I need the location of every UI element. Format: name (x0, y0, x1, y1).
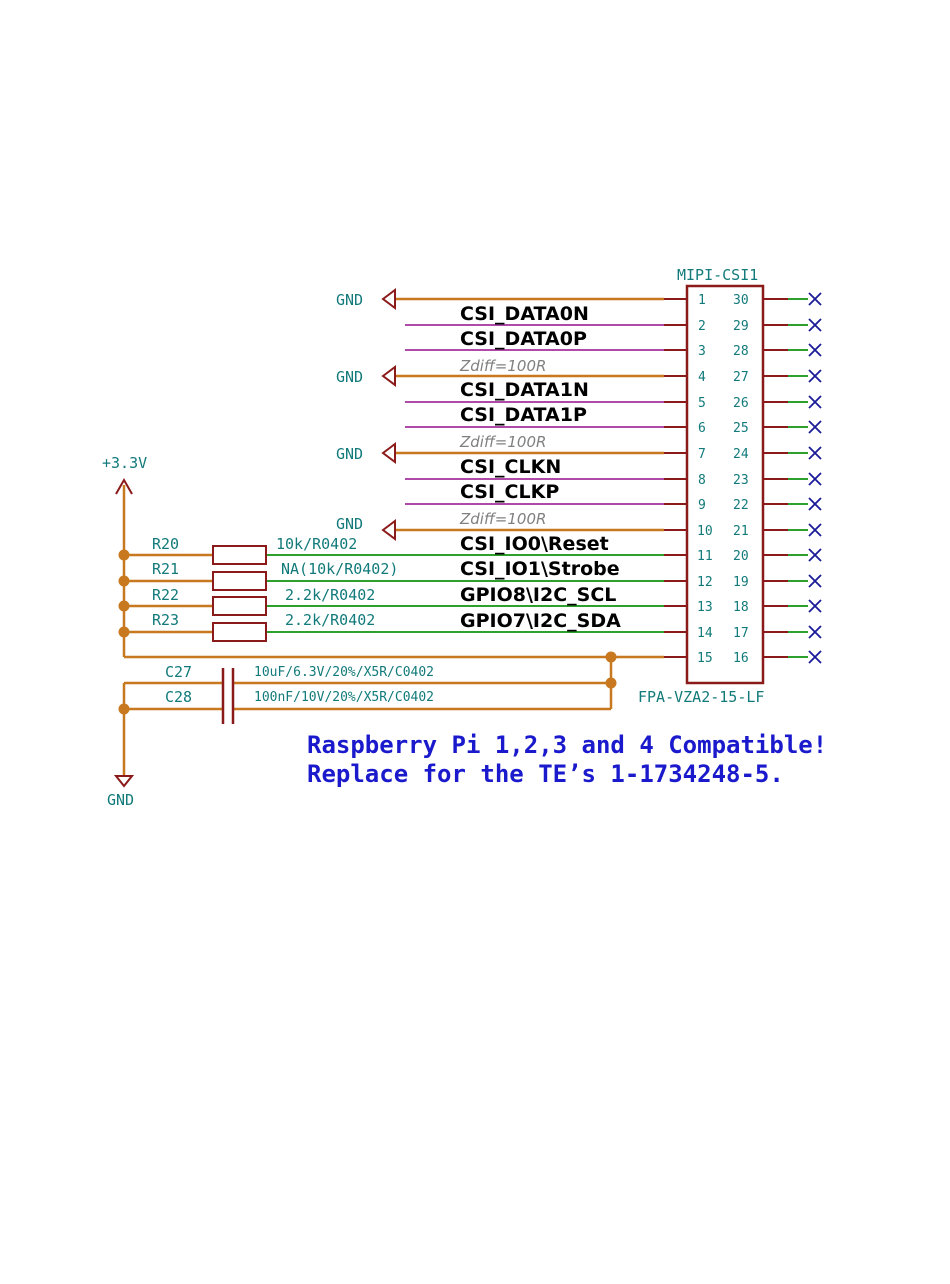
pin-number: 11 (697, 549, 713, 564)
resistor-r22-ref: R22 (152, 586, 179, 604)
pin-number: 4 (698, 370, 706, 385)
resistor-r23-ref: R23 (152, 611, 179, 629)
pin-number: 27 (733, 370, 749, 385)
pin-number: 3 (698, 344, 706, 359)
resistor-r21-ref: R21 (152, 560, 179, 578)
pin-number: 28 (733, 344, 749, 359)
pin-number: 9 (698, 498, 706, 513)
resistor-r20-value: 10k/R0402 (276, 535, 357, 553)
pin-number: 22 (733, 498, 749, 513)
gnd-symbol-bottom (113, 775, 135, 788)
connector-reference: MIPI-CSI1 (677, 266, 758, 284)
zdiff-annotation-clk: Zdiff=100R (459, 510, 546, 528)
connector-left-pin-stubs (664, 298, 687, 658)
connector-left-pin-numbers: 1 2 3 4 5 6 7 8 9 10 11 12 13 14 15 (697, 293, 713, 666)
vcc-label: +3.3V (102, 454, 147, 472)
gnd-label-pin4: GND (336, 368, 363, 386)
net-label-csi-data1p: CSI_DATA1P (460, 404, 587, 426)
pin-number: 19 (733, 575, 749, 590)
zdiff-annotation-data1: Zdiff=100R (459, 433, 546, 451)
pin-number: 8 (698, 473, 706, 488)
resistor-r21-body (212, 571, 267, 591)
net-label-csi-data1n: CSI_DATA1N (460, 379, 589, 401)
resistor-r22-value: 2.2k/R0402 (285, 586, 375, 604)
net-label-csi-data0p: CSI_DATA0P (460, 328, 587, 350)
gnd-label-bottom: GND (107, 791, 134, 809)
capacitor-wires (122, 657, 613, 776)
pin-number: 29 (733, 319, 749, 334)
resistor-r23-body (212, 622, 267, 642)
pin-number: 10 (697, 524, 713, 539)
pin-number: 21 (733, 524, 749, 539)
pin-number: 23 (733, 473, 749, 488)
pin-number: 17 (733, 626, 749, 641)
pin-number: 18 (733, 600, 749, 615)
capacitor-c28-value: 100nF/10V/20%/X5R/C0402 (254, 690, 434, 705)
connector-body (685, 284, 765, 685)
resistor-r21-value: NA(10k/R0402) (281, 560, 398, 578)
pin-number: 6 (698, 421, 706, 436)
gnd-symbols-left (381, 288, 396, 541)
connector-right-pin-numbers: 30 29 28 27 26 25 24 23 22 21 20 19 18 1… (733, 293, 749, 666)
pin-number: 5 (698, 396, 706, 411)
pin-number: 13 (697, 600, 713, 615)
net-label-csi-io0: CSI_IO0\Reset (460, 533, 609, 555)
connector-right-pin-stubs (763, 298, 808, 658)
connector-part-value: FPA-VZA2-15-LF (638, 688, 764, 706)
pin-number: 16 (733, 651, 749, 666)
no-connect-markers (808, 292, 822, 664)
resistor-r20-ref: R20 (152, 535, 179, 553)
resistor-r20-body (212, 545, 267, 565)
net-label-csi-clkn: CSI_CLKN (460, 456, 561, 478)
capacitor-c27-ref: C27 (165, 663, 192, 681)
pin-number: 7 (698, 447, 706, 462)
net-label-csi-io1: CSI_IO1\Strobe (460, 558, 620, 580)
gnd-label-pin1: GND (336, 291, 363, 309)
zdiff-annotation-data0: Zdiff=100R (459, 357, 546, 375)
net-label-gpio8: GPIO8\I2C_SCL (460, 584, 616, 606)
pin-number: 20 (733, 549, 749, 564)
pin-number: 26 (733, 396, 749, 411)
pin-number: 25 (733, 421, 749, 436)
pin-number: 1 (698, 293, 706, 308)
net-label-gpio7: GPIO7\I2C_SDA (460, 610, 621, 632)
capacitor-c28-ref: C28 (165, 688, 192, 706)
capacitor-symbol (221, 668, 235, 724)
net-label-csi-clkp: CSI_CLKP (460, 481, 559, 503)
junction-dots (118, 549, 617, 715)
pin-number: 14 (697, 626, 713, 641)
pin-number: 24 (733, 447, 749, 462)
net-label-csi-data0n: CSI_DATA0N (460, 303, 589, 325)
compatibility-note-line1: Raspberry Pi 1,2,3 and 4 Compatible! (307, 731, 827, 759)
pin-number: 15 (697, 651, 713, 666)
pin-number: 2 (698, 319, 706, 334)
pin-number: 12 (697, 575, 713, 590)
compatibility-note-line2: Replace for the TE’s 1-1734248-5. (307, 760, 784, 788)
capacitor-c27-value: 10uF/6.3V/20%/X5R/C0402 (254, 665, 434, 680)
gnd-label-pin10: GND (336, 515, 363, 533)
resistor-r23-value: 2.2k/R0402 (285, 611, 375, 629)
gnd-label-pin7: GND (336, 445, 363, 463)
resistor-r22-body (212, 596, 267, 616)
vcc-arrow-icon (115, 477, 133, 495)
pin-number: 30 (733, 293, 749, 308)
